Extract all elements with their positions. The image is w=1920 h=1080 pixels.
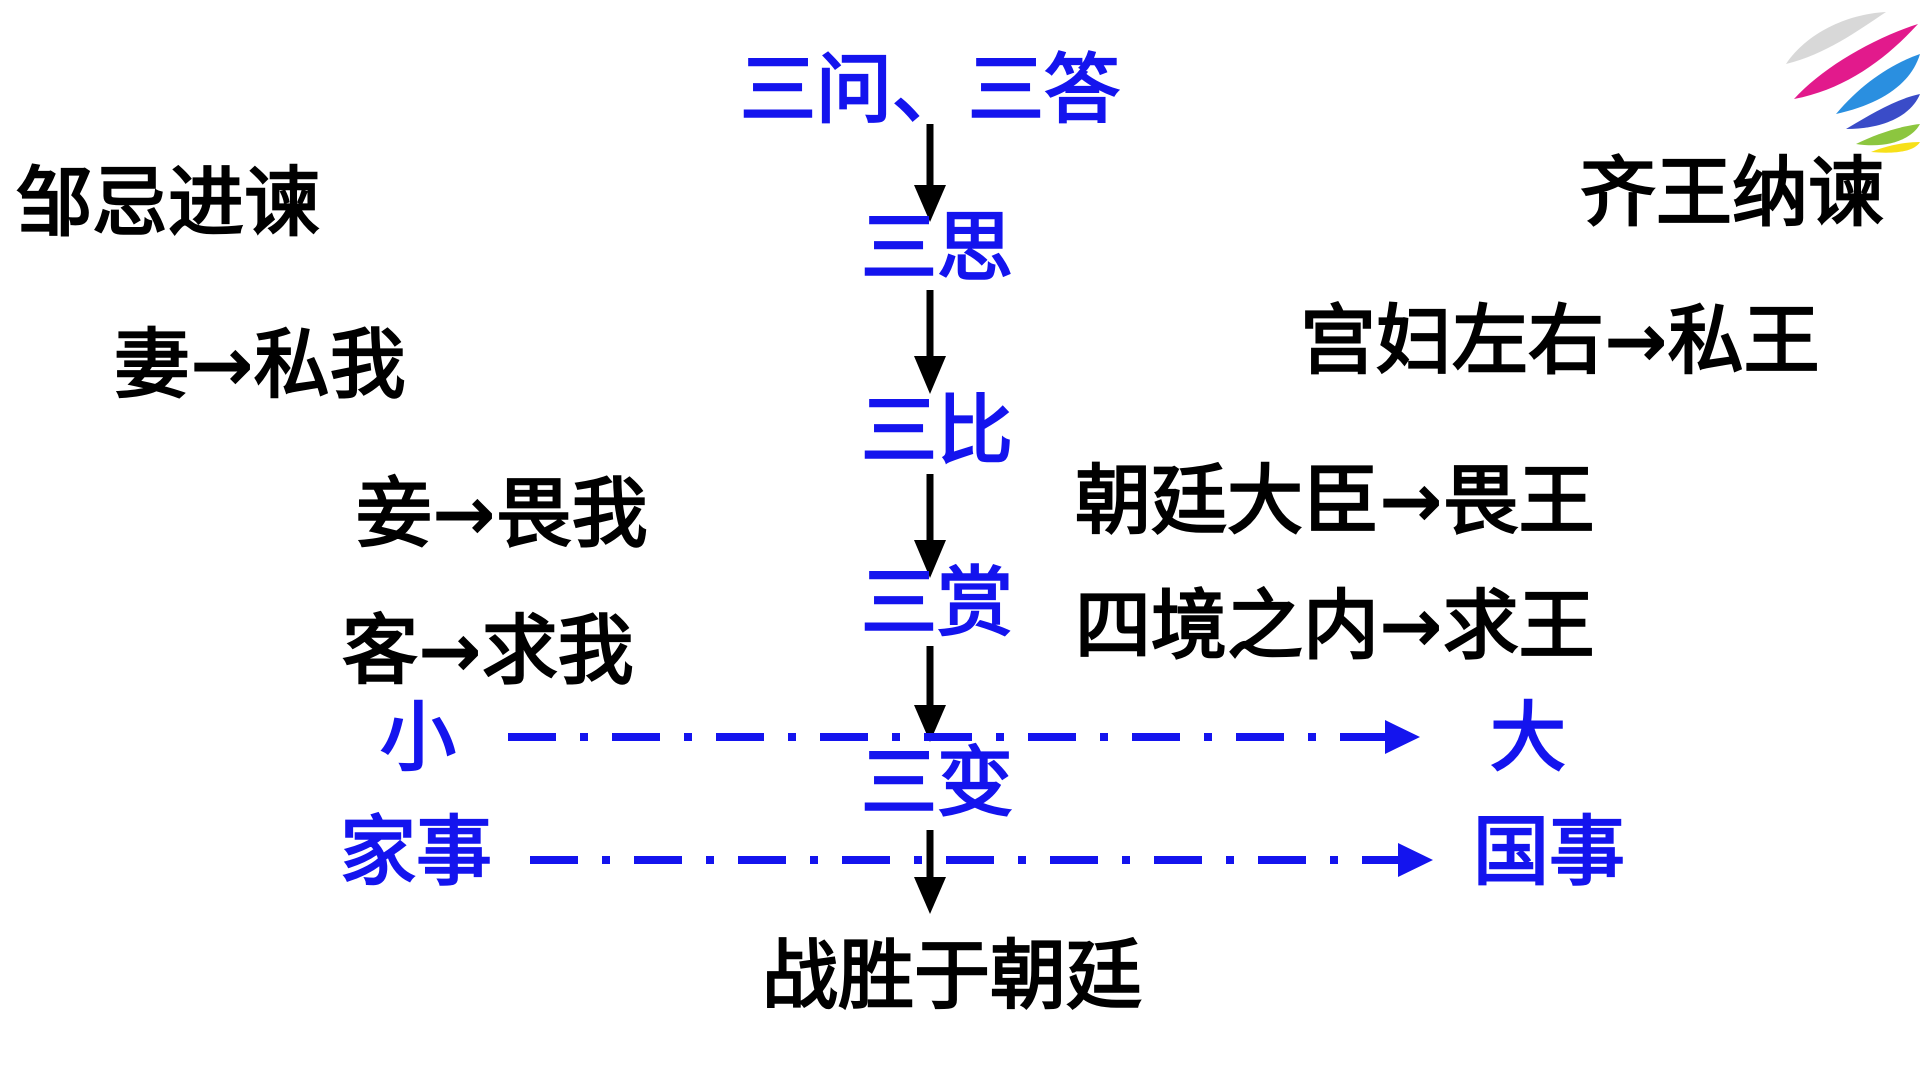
right-item-2: 朝廷大臣→畏王 xyxy=(1075,463,1595,539)
arrow-icon: → xyxy=(190,320,254,409)
right-item-3-relation: 求王 xyxy=(1442,581,1595,670)
right-title: 齐王纳谏 xyxy=(1580,148,1884,237)
arrow-icon: → xyxy=(1379,456,1443,545)
left-item-3-relation: 求我 xyxy=(481,606,634,695)
arrow-icon: → xyxy=(1379,581,1443,670)
transition-2-from: 家事 xyxy=(340,807,492,896)
transition-2-to: 国事 xyxy=(1473,807,1625,896)
right-item-1: 宫妇左右→私王 xyxy=(1300,303,1820,379)
center-step-1: 三思 xyxy=(861,203,1013,292)
vertical-arrow-2 xyxy=(914,290,946,394)
left-title: 邹忌进谏 xyxy=(16,158,320,247)
left-item-3-who: 客 xyxy=(342,606,418,695)
right-item-3: 四境之内→求王 xyxy=(1075,588,1595,664)
center-top-title: 三问、三答 xyxy=(740,45,1120,134)
transition-arrow-small-to-large xyxy=(508,720,1420,754)
vertical-arrow-5 xyxy=(914,830,946,914)
transition-1-to: 大 xyxy=(1490,693,1566,782)
vertical-arrow-4 xyxy=(914,646,946,742)
left-item-3: 客→求我 xyxy=(342,613,634,689)
center-step-3: 三赏 xyxy=(861,558,1013,647)
right-item-1-relation: 私王 xyxy=(1667,296,1820,385)
left-item-1: 妻→私我 xyxy=(114,327,406,403)
transition-1-from: 小 xyxy=(380,693,456,782)
arrow-icon: → xyxy=(1604,296,1668,385)
arrow-icon: → xyxy=(418,606,482,695)
right-item-2-who: 朝廷大臣 xyxy=(1075,456,1379,545)
center-step-4: 三变 xyxy=(861,738,1013,827)
left-item-1-relation: 私我 xyxy=(253,320,406,409)
left-item-2-who: 妾 xyxy=(356,469,432,558)
right-item-3-who: 四境之内 xyxy=(1075,581,1379,670)
left-item-2: 妾→畏我 xyxy=(356,476,648,552)
colorful-feather-logo-icon xyxy=(1786,12,1920,153)
left-item-2-relation: 畏我 xyxy=(495,469,648,558)
center-step-2: 三比 xyxy=(861,386,1013,475)
center-result: 战胜于朝廷 xyxy=(762,931,1142,1020)
left-item-1-who: 妻 xyxy=(114,320,190,409)
right-item-2-relation: 畏王 xyxy=(1442,456,1595,545)
right-item-1-who: 宫妇左右 xyxy=(1300,296,1604,385)
vertical-arrow-1 xyxy=(914,124,946,222)
arrow-icon: → xyxy=(432,469,496,558)
transition-arrow-family-to-state xyxy=(530,843,1433,877)
vertical-arrow-3 xyxy=(914,474,946,578)
